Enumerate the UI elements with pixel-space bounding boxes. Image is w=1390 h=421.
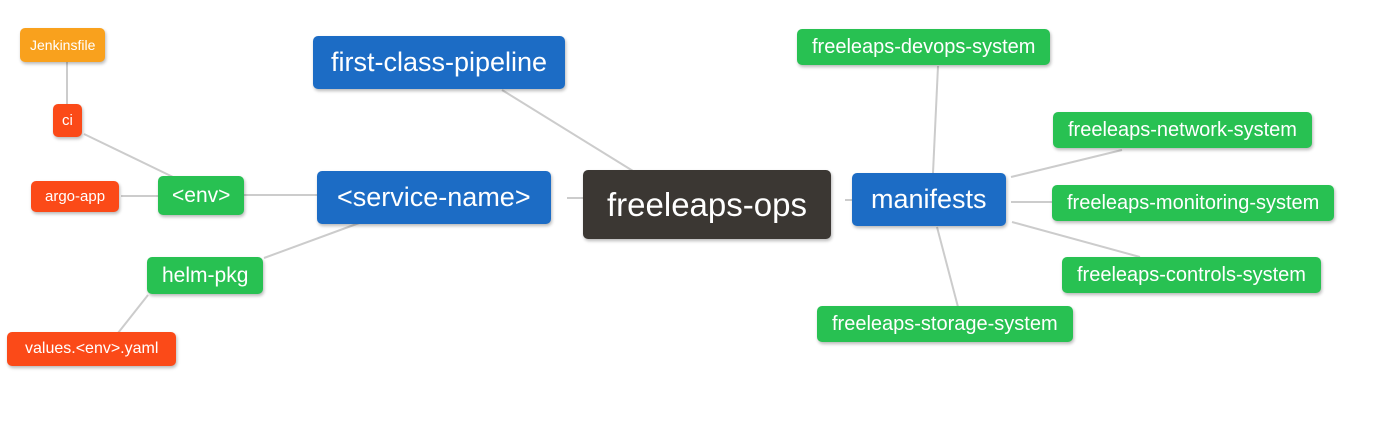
edge-manifests-to-devops-system bbox=[932, 65, 939, 174]
edge-helm-pkg-to-values-env-yaml bbox=[117, 294, 149, 334]
mindmap-node-service-name[interactable]: <service-name> bbox=[317, 171, 551, 224]
mindmap-node-controls-system[interactable]: freeleaps-controls-system bbox=[1062, 257, 1321, 293]
mindmap-node-storage-system[interactable]: freeleaps-storage-system bbox=[817, 306, 1073, 342]
mindmap-node-env[interactable]: <env> bbox=[158, 176, 245, 215]
edge-manifests-to-network-system bbox=[1010, 149, 1123, 178]
edge-manifests-to-storage-system bbox=[936, 226, 959, 308]
edge-manifests-to-controls-system bbox=[1011, 221, 1141, 258]
mindmap-node-argo-app[interactable]: argo-app bbox=[31, 181, 120, 212]
mindmap-node-monitoring-system[interactable]: freeleaps-monitoring-system bbox=[1052, 185, 1335, 221]
mindmap-node-ci[interactable]: ci bbox=[53, 104, 82, 137]
edge-ci-to-env bbox=[83, 133, 174, 178]
mindmap-node-devops-system[interactable]: freeleaps-devops-system bbox=[797, 29, 1051, 65]
mindmap-node-freeleaps-ops[interactable]: freeleaps-ops bbox=[583, 170, 831, 239]
mindmap-node-jenkinsfile[interactable]: Jenkinsfile bbox=[20, 28, 106, 62]
edge-first-class-pipeline-to-freeleaps-ops bbox=[501, 89, 634, 172]
mindmap-node-values-env-yaml[interactable]: values.<env>.yaml bbox=[7, 332, 177, 366]
mindmap-node-first-class-pipeline[interactable]: first-class-pipeline bbox=[313, 36, 566, 89]
mindmap-node-manifests[interactable]: manifests bbox=[852, 173, 1006, 226]
edge-service-name-to-helm-pkg bbox=[263, 221, 363, 259]
mindmap-node-helm-pkg[interactable]: helm-pkg bbox=[147, 257, 264, 294]
mindmap-node-network-system[interactable]: freeleaps-network-system bbox=[1053, 112, 1312, 148]
